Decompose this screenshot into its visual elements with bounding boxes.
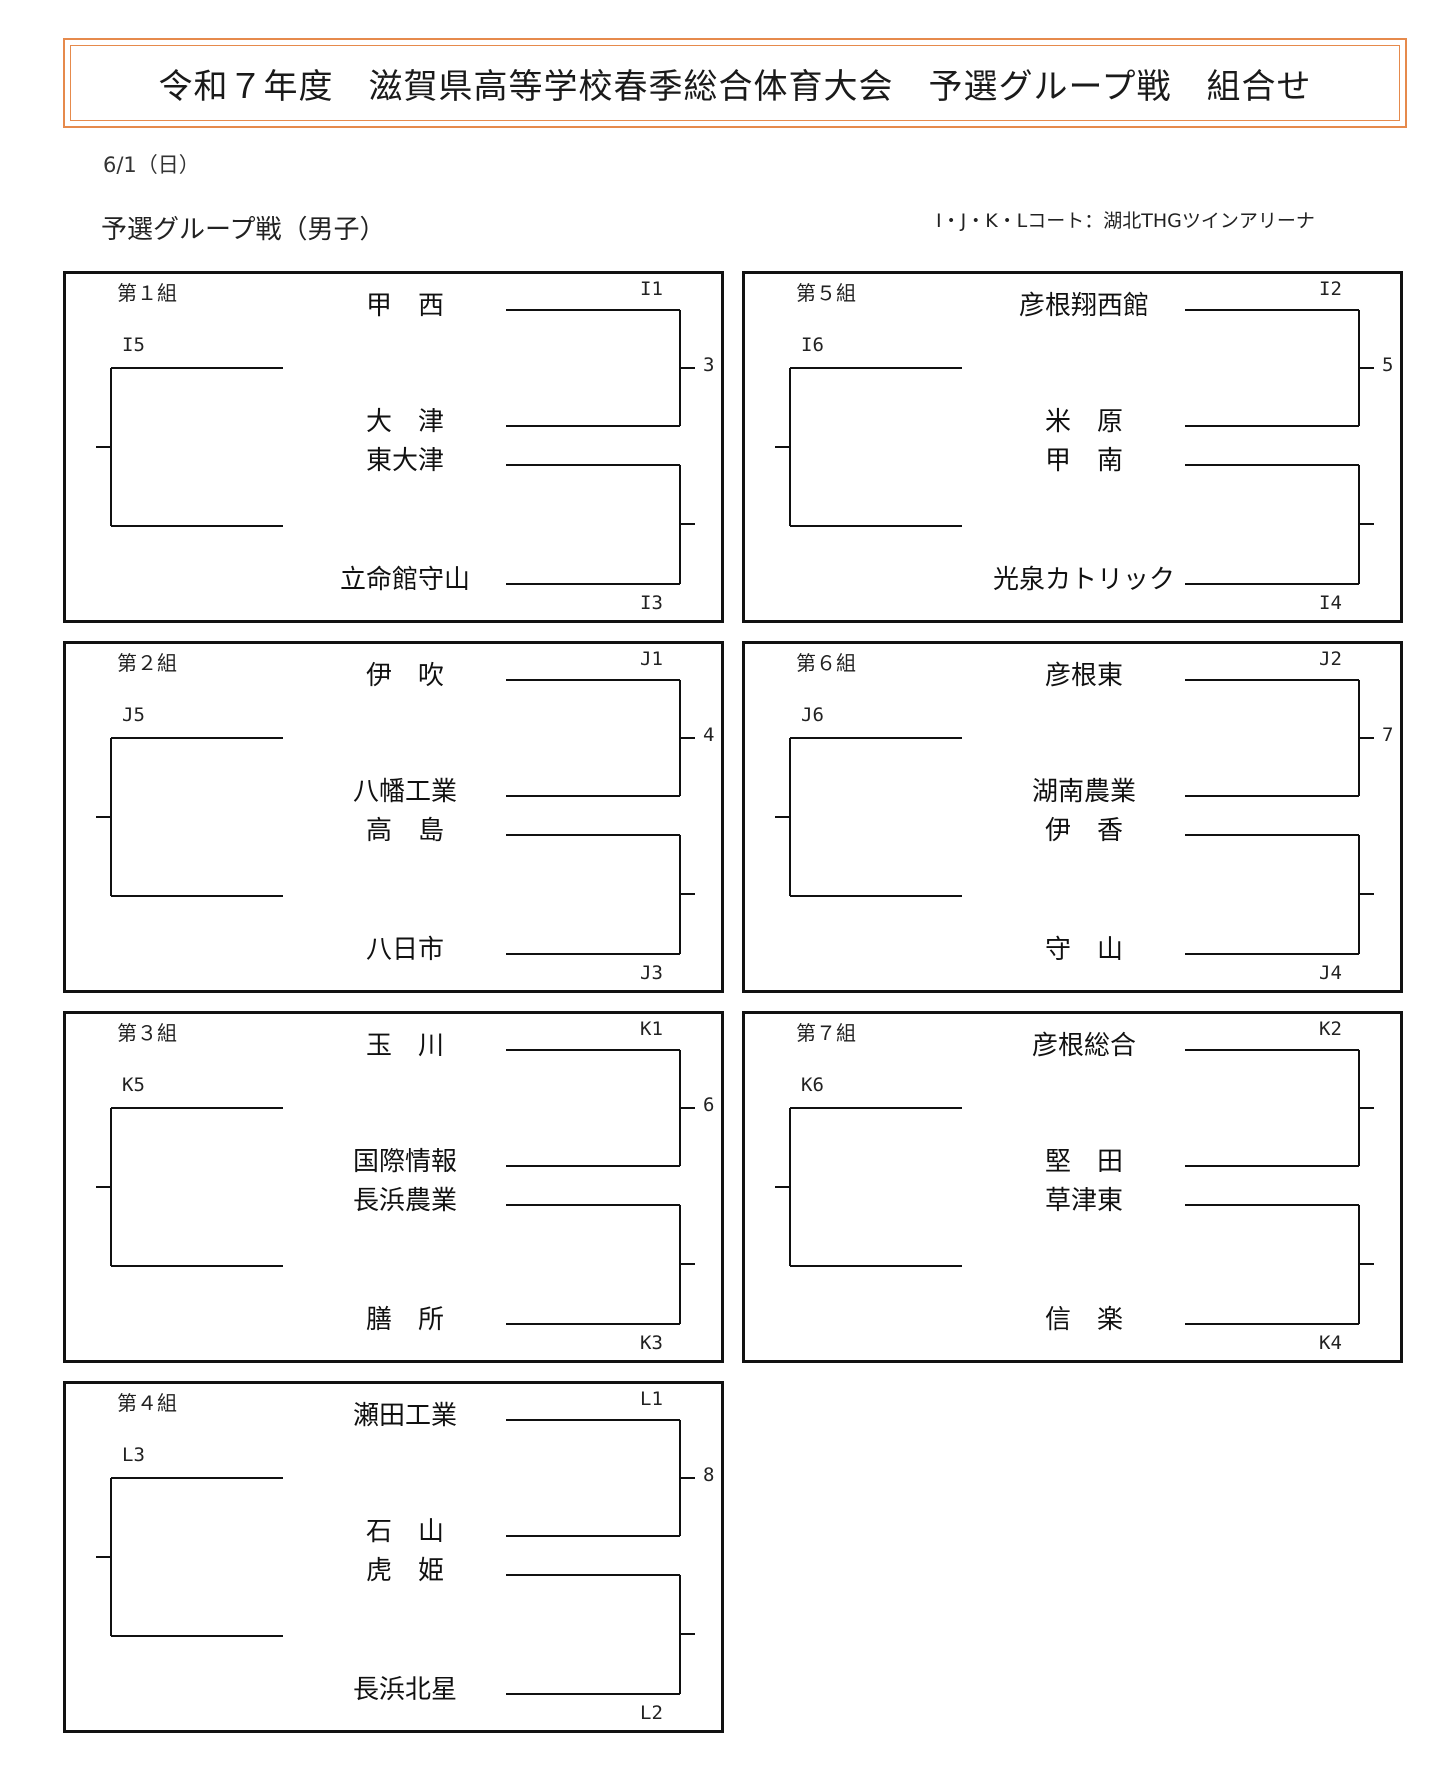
bracket-lines <box>96 679 695 955</box>
court-code-top: I2 <box>1319 278 1342 300</box>
group-label: 第２組 <box>117 651 177 675</box>
team-name: 石 山 <box>365 1517 444 1547</box>
section-heading: 予選グループ戦（男子） <box>101 215 386 245</box>
team-name: 八日市 <box>365 935 444 965</box>
team-name: 米 原 <box>1044 407 1123 437</box>
team-name: 高 島 <box>365 816 444 846</box>
team-name: 伊 香 <box>1044 816 1123 846</box>
court-code-bottom: L2 <box>640 1702 663 1724</box>
team-name: 守 山 <box>1044 935 1123 965</box>
team-name: 彦根総合 <box>1031 1031 1136 1061</box>
court-code-top: K2 <box>1319 1018 1342 1040</box>
page-title: 令和７年度 滋賀県高等学校春季総合体育大会 予選グループ戦 組合せ <box>70 45 1400 121</box>
court-code-top: J1 <box>640 648 663 670</box>
bracket-lines <box>775 1049 1374 1325</box>
group-label: 第７組 <box>796 1021 856 1045</box>
team-name: 瀬田工業 <box>352 1401 457 1431</box>
court-code-final: J5 <box>122 704 145 726</box>
court-code-final: L3 <box>122 1444 145 1466</box>
team-name: 伊 吹 <box>365 661 444 691</box>
title-box: 令和７年度 滋賀県高等学校春季総合体育大会 予選グループ戦 組合せ <box>63 38 1407 128</box>
date-label: 6/1（日） <box>103 153 200 177</box>
team-name: 玉 川 <box>365 1031 444 1061</box>
group-label: 第５組 <box>796 281 856 305</box>
court-code-final: I6 <box>801 334 824 356</box>
bracket-lines <box>775 309 1374 585</box>
court-code-final: J6 <box>801 704 824 726</box>
team-name: 彦根東 <box>1044 661 1123 691</box>
court-code-final: K6 <box>801 1074 824 1096</box>
team-name: 長浜農業 <box>352 1186 457 1216</box>
team-name: 立命館守山 <box>339 565 470 595</box>
team-name: 甲 西 <box>365 291 444 321</box>
team-name: 甲 南 <box>1044 446 1123 476</box>
team-name: 虎 姫 <box>365 1556 444 1586</box>
group-label: 第３組 <box>117 1021 177 1045</box>
team-name: 草津東 <box>1044 1186 1123 1216</box>
team-name: 膳 所 <box>365 1305 444 1335</box>
team-name: 堅 田 <box>1044 1147 1123 1177</box>
court-code-top: L1 <box>640 1388 663 1410</box>
court-code-final: K5 <box>122 1074 145 1096</box>
match-number-upper: 3 <box>703 354 715 376</box>
team-name: 八幡工業 <box>352 777 457 807</box>
bracket-lines <box>96 309 695 585</box>
match-number-upper: 4 <box>703 724 715 746</box>
group-label: 第４組 <box>117 1391 177 1415</box>
team-name: 彦根翔西館 <box>1018 291 1149 321</box>
group-label: 第６組 <box>796 651 856 675</box>
match-number-upper: 7 <box>1382 724 1394 746</box>
court-code-bottom: K3 <box>640 1332 663 1354</box>
court-code-bottom: J3 <box>640 962 663 984</box>
team-name: 東大津 <box>365 446 444 476</box>
court-code-top: K1 <box>640 1018 663 1040</box>
match-number-upper: 5 <box>1382 354 1394 376</box>
court-code-bottom: K4 <box>1319 1332 1342 1354</box>
bracket-lines <box>775 679 1374 955</box>
court-code-top: I1 <box>640 278 663 300</box>
match-number-upper: 6 <box>703 1094 715 1116</box>
bracket-lines <box>96 1049 695 1325</box>
team-name: 国際情報 <box>352 1147 457 1177</box>
court-code-top: J2 <box>1319 648 1342 670</box>
team-name: 長浜北星 <box>352 1675 457 1705</box>
group-label: 第１組 <box>117 281 177 305</box>
court-code-bottom: J4 <box>1319 962 1342 984</box>
court-code-final: I5 <box>122 334 145 356</box>
team-name: 大 津 <box>365 407 444 437</box>
court-code-bottom: I4 <box>1319 592 1342 614</box>
venue-label: I・J・K・Lコート：湖北THGツインアリーナ <box>936 210 1315 232</box>
team-name: 湖南農業 <box>1031 777 1136 807</box>
team-name: 信 楽 <box>1044 1305 1123 1335</box>
match-number-upper: 8 <box>703 1464 715 1486</box>
bracket-lines <box>96 1419 695 1695</box>
court-code-bottom: I3 <box>640 592 663 614</box>
team-name: 光泉カトリック <box>992 565 1175 595</box>
